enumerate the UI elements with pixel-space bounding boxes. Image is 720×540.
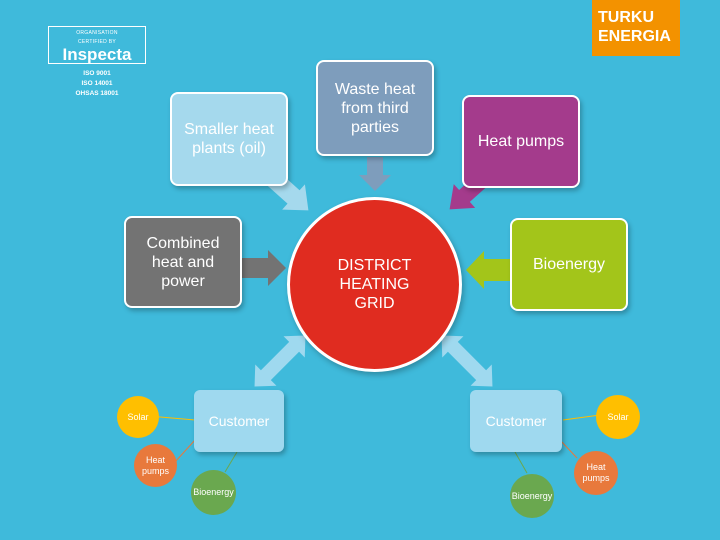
source-pumps-label: Heat pumps (477, 133, 565, 150)
arrow-waste (359, 157, 391, 191)
source-waste-heat: Waste heat from third parties (316, 60, 434, 156)
connector-line (174, 439, 196, 463)
cert-iso14001: ISO 14001 (81, 80, 113, 87)
grid-label: DISTRICT HEATING GRID (337, 257, 412, 312)
source-combined-label: Combined heat and power (146, 234, 220, 290)
connector-line (224, 451, 238, 473)
inspecta-org-line1: ORGANISATION (76, 30, 118, 36)
heatpumps-circle-right: Heat pumps (574, 451, 618, 495)
customer-right-label: Customer (485, 412, 547, 429)
cert-iso9001: ISO 9001 (83, 70, 111, 77)
connector-line (559, 439, 578, 459)
customer-left-label: Customer (208, 412, 270, 429)
source-combined-heat-power: Combined heat and power (124, 216, 242, 308)
district-heating-grid: DISTRICT HEATING GRID (287, 197, 462, 372)
arrow-customer-right (441, 335, 493, 387)
source-heat-pumps: Heat pumps (462, 95, 580, 188)
solar-left-label: Solar (127, 411, 149, 422)
source-waste-label: Waste heat from third parties (334, 80, 416, 136)
source-bioenergy: Bioenergy (510, 218, 628, 311)
source-bio-label: Bioenergy (532, 256, 606, 273)
turku-energia-logo: TURKU ENERGIA (592, 0, 680, 56)
source-smaller-heat-plants: Smaller heat plants (oil) (170, 92, 288, 186)
customer-right: Customer (470, 390, 562, 452)
connector-line (562, 414, 601, 421)
heatpumps-left-label: Heat pumps (141, 454, 169, 476)
inspecta-logo: ORGANISATION CERTIFIED BY Inspecta (48, 26, 146, 64)
bioenergy-circle-right: Bioenergy (510, 474, 554, 518)
brand-line1: TURKU (598, 9, 654, 26)
connector-line (514, 451, 528, 474)
arrow-bio (466, 251, 510, 289)
arrow-customer-left (254, 335, 306, 387)
inspecta-org-line2: CERTIFIED BY (78, 39, 116, 45)
bioenergy-left-label: Bioenergy (193, 487, 234, 497)
solar-circle-left: Solar (117, 396, 159, 438)
brand-line2: ENERGIA (598, 28, 671, 45)
heatpumps-right-label: Heat pumps (582, 462, 610, 483)
bioenergy-right-label: Bioenergy (511, 490, 553, 501)
arrow-combined (242, 250, 286, 286)
source-smaller-label: Smaller heat plants (oil) (184, 121, 274, 157)
certifications: ISO 9001 ISO 14001 OHSAS 18001 (48, 69, 146, 99)
bioenergy-circle-left: Bioenergy (191, 470, 236, 515)
solar-right-label: Solar (607, 411, 629, 422)
solar-circle-right: Solar (596, 395, 640, 439)
inspecta-logo-text: Inspecta (62, 45, 132, 64)
cert-ohsas: OHSAS 18001 (75, 90, 119, 97)
heatpumps-circle-left: Heat pumps (134, 444, 177, 487)
customer-left: Customer (194, 390, 284, 452)
